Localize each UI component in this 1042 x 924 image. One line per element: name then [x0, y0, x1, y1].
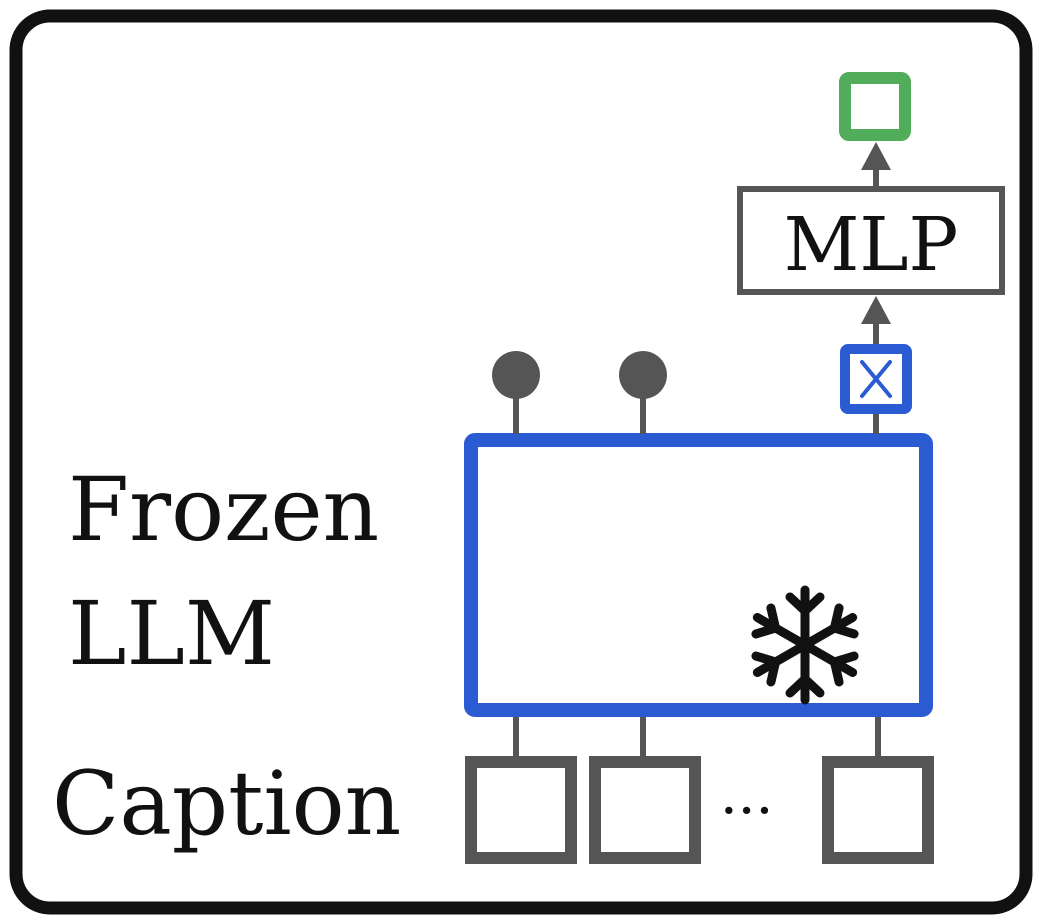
snowflake-icon [751, 585, 859, 705]
arrow-to-mlp-head [861, 296, 891, 324]
output-embedding-box [839, 72, 911, 141]
caption-token-box-1 [465, 756, 577, 864]
caption-token-box-3 [822, 756, 934, 864]
frozen-label: Frozen [68, 458, 379, 561]
arrow-to-output-head [861, 142, 891, 170]
caption-token-box-2 [589, 756, 701, 864]
llm-label: LLM [68, 582, 275, 685]
ellipsis: ··· [720, 779, 773, 844]
output-dot-1 [492, 351, 540, 399]
caption-label: Caption [52, 752, 401, 855]
output-dot-2 [619, 351, 667, 399]
cross-icon [860, 360, 892, 398]
frozen-llm-box [464, 433, 933, 717]
mlp-box [737, 186, 1005, 295]
mlp-label: MLP [784, 202, 959, 288]
